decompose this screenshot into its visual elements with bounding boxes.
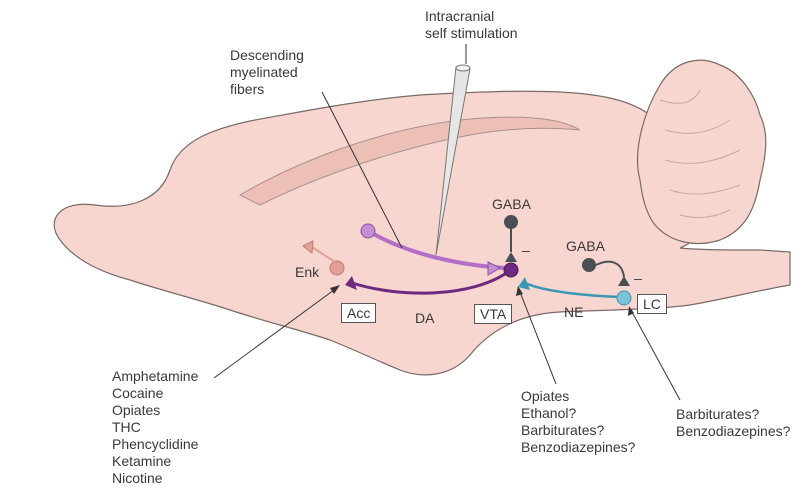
gaba-vta-soma [504, 215, 518, 229]
lc-drug-list: Barbiturates? Benzodiazepines? [676, 406, 790, 440]
leader-descending [321, 91, 403, 249]
leader-acc-arrowhead [330, 285, 340, 294]
corpus-callosum [238, 116, 581, 206]
gaba-lc-terminal [618, 276, 630, 286]
list-item: Ketamine [112, 453, 172, 469]
leader-vta-drugs [519, 291, 557, 385]
dopamine-path [351, 270, 509, 295]
list-item: Cocaine [112, 385, 164, 401]
leader-lc-drugs [631, 311, 681, 401]
lc-soma [616, 290, 632, 306]
ne-path [524, 281, 621, 299]
list-item: Opiates [521, 388, 570, 404]
acc-box: Acc [341, 303, 377, 323]
gaba-lc-soma [582, 258, 596, 272]
list-item: Opiates [112, 402, 161, 418]
leader-vta-arrowhead [516, 286, 523, 296]
vta-soma [503, 262, 519, 278]
acc-drug-list: Amphetamine Cocaine Opiates THC Phencycl… [112, 368, 198, 487]
acc-terminal [345, 276, 357, 290]
ne-terminal [518, 277, 530, 290]
gaba-vta-minus: – [522, 242, 530, 258]
list-item: Ethanol? [521, 405, 577, 421]
myelinated-soma [360, 223, 376, 239]
vta-drug-list: Opiates Ethanol? Barbiturates? Benzodiaz… [521, 388, 635, 456]
gaba-vta-terminal [505, 252, 517, 262]
leader-lc-arrowhead [628, 306, 634, 316]
enk-terminal [302, 240, 314, 254]
enk-axon [311, 246, 336, 263]
myelinated-terminal [487, 261, 502, 276]
list-item: Barbiturates? [676, 406, 760, 422]
da-label: DA [415, 310, 435, 326]
list-item: Amphetamine [112, 368, 199, 384]
list-item: Benzodiazepines? [521, 439, 636, 455]
list-item: Benzodiazepines? [676, 423, 791, 439]
descending-fibers-label: Descending myelinated fibers [230, 47, 304, 97]
ne-label: NE [564, 304, 584, 320]
gaba-vta-label: GABA [492, 196, 531, 212]
cerebellum-folia [659, 89, 741, 219]
list-item: Nicotine [112, 470, 163, 486]
enk-label: Enk [295, 264, 320, 280]
leader-acc-drugs [213, 289, 335, 379]
electrode-top [455, 64, 471, 72]
intracranial-label: Intracranial self stimulation [425, 8, 518, 41]
list-item: Phencyclidine [112, 436, 199, 452]
list-item: THC [112, 419, 141, 435]
lc-box: LC [637, 294, 667, 314]
list-item: Barbiturates? [521, 422, 605, 438]
vta-box: VTA [474, 304, 513, 324]
gaba-lc-axon [595, 260, 625, 278]
cerebellum [637, 59, 767, 245]
gaba-lc-minus: – [634, 270, 642, 286]
gaba-lc-label: GABA [566, 238, 605, 254]
enk-soma [329, 260, 345, 276]
brain-outline [53, 90, 791, 376]
